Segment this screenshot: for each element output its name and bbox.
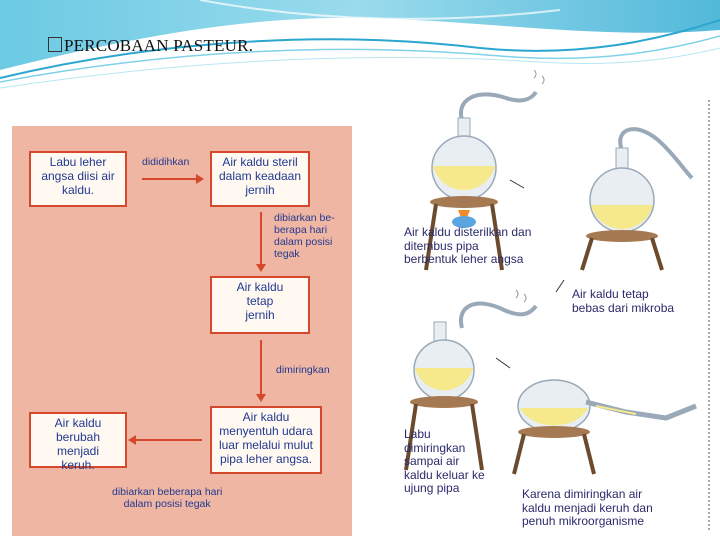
arrow-down [256, 340, 266, 402]
header-swoosh-decoration [0, 0, 720, 89]
flow-label-dididihkan: dididihkan [142, 156, 190, 168]
arrow-left [128, 435, 202, 445]
pasteur-flask-illustration [404, 70, 697, 475]
flow-label-dibiarkan-beberapa-hari: dibiarkan beberapa hari dalam posisi teg… [112, 486, 223, 510]
flow-label-dimiringkan: dimiringkan [276, 364, 330, 376]
page-edge-dots [702, 100, 710, 530]
slide-header: PERCOBAAN PASTEUR. [0, 0, 720, 90]
missing-glyph-icon [48, 37, 62, 52]
flow-label-dibiarkan-tegak: dibiarkan be- berapa hari dalam posisi t… [274, 212, 335, 260]
flask-heated-icon [424, 70, 545, 271]
flask-tipped-icon [512, 379, 697, 475]
slide-title: PERCOBAAN PASTEUR. [48, 36, 253, 56]
flask-tilt-icon [404, 289, 538, 471]
arrow-right [142, 174, 204, 184]
arrow-down [256, 212, 266, 272]
flask-cool-icon [555, 127, 694, 293]
